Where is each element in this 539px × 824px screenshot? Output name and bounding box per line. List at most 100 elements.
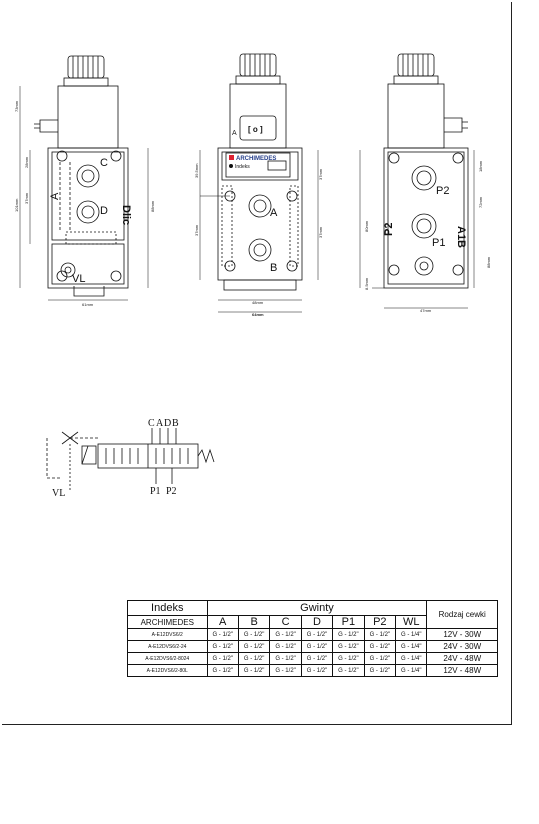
coil-header: Rodzaj cewki (426, 600, 498, 629)
front-indeks-dot (229, 164, 233, 168)
right-port-p1-label: P1 (432, 237, 445, 249)
left-dim-73: 73mm (14, 100, 19, 112)
right-dim-88: 88mm (486, 256, 491, 268)
thread-cell: G - 1/2" (206, 628, 239, 641)
left-dim-101: 101mm (14, 198, 19, 212)
thread-cell: G - 1/2" (237, 628, 271, 641)
right-coil-body (387, 83, 445, 149)
left-port-d-label: D (100, 205, 108, 217)
left-side-letter: A (49, 192, 61, 200)
right-port-p1-circle (411, 213, 437, 239)
schematic-port-vl: VL (52, 488, 65, 499)
front-coil-glyph: [ o ] (248, 125, 263, 134)
front-brand-logo (229, 155, 234, 160)
right-dim-72: 72mm (478, 196, 483, 208)
left-view (19, 55, 149, 301)
thread-cell: G - 1/2" (206, 652, 239, 665)
right-dim-80: 80mm (364, 220, 369, 232)
spec-table: Indeks Gwinty Rodzaj cewki ARCHIMEDES A … (127, 600, 498, 677)
front-coil-label: A (232, 130, 237, 137)
thread-cell: G - 1/2" (237, 652, 271, 665)
thread-cell: G - 1/2" (206, 640, 239, 653)
right-side-letter: P2 (383, 223, 395, 236)
front-dim-39-5: 39.5mm (194, 163, 199, 178)
right-dim-18: 18mm (478, 160, 483, 172)
technical-drawing: C D VL A Dlic 73mm 28mm 101mm 37mm 88mm … (14, 53, 491, 499)
front-port-a-label: A (270, 207, 278, 219)
coil-cell: 24V - 48W (426, 652, 498, 665)
front-dim-48: 48mm (252, 300, 264, 305)
front-coil-plug (239, 115, 277, 141)
index-cell: A-E12DVS6/2-8024 (127, 652, 208, 665)
thread-cell: G - 1/4" (395, 628, 428, 641)
right-port-p2-circle (411, 165, 437, 191)
gwinty-header: Gwinty (206, 600, 428, 616)
index-cell: A-E12DVS6/2-80L (127, 664, 208, 677)
right-dim-8-5: 8.5mm (364, 277, 369, 290)
thread-cell: G - 1/2" (237, 664, 271, 677)
front-port-a-circle (248, 194, 272, 218)
table-header-row: Indeks Gwinty Rodzaj cewki (127, 600, 498, 629)
column-header: P1 (332, 615, 365, 629)
left-port-c-label: C (100, 157, 108, 169)
left-side-mark: Dlic (120, 205, 132, 225)
left-connector (34, 119, 58, 133)
thread-cell: G - 1/2" (269, 640, 302, 653)
left-coil-nut (63, 55, 109, 87)
front-indeks-text: Indeks (235, 164, 250, 170)
schematic-port-p2: P2 (166, 486, 177, 497)
thread-cell: G - 1/2" (332, 664, 365, 677)
left-dim-37: 37mm (24, 192, 29, 204)
thread-cell: G - 1/2" (300, 664, 334, 677)
index-cell: A-E12DVS6/2 (127, 628, 208, 641)
front-port-b-circle (248, 238, 272, 262)
right-dim-47: 47mm (420, 308, 432, 313)
right-view (359, 53, 475, 309)
thread-cell: G - 1/4" (395, 652, 428, 665)
column-header: C (269, 615, 302, 629)
coil-cell: 12V - 30W (426, 628, 498, 641)
thread-cell: G - 1/2" (332, 628, 365, 641)
schematic-port-c: C (148, 418, 155, 429)
index-cell: A-E12DVS6/2-24 (127, 640, 208, 653)
right-valve-body (383, 147, 469, 289)
front-dim-64: 64mm (252, 312, 264, 317)
left-dim-61: 61mm (82, 302, 94, 307)
left-valve-body (47, 147, 129, 289)
schematic-port-p1: P1 (150, 486, 161, 497)
thread-cell: G - 1/2" (269, 664, 302, 677)
left-port-d-circle (76, 200, 100, 224)
schematic-coil (81, 445, 97, 465)
front-dim-37b: 37mm (194, 224, 199, 236)
indeks-header: Indeks (127, 600, 208, 616)
schematic-port-b: B (172, 418, 179, 429)
indeks-sub-header: ARCHIMEDES (127, 615, 208, 629)
column-header: D (300, 615, 334, 629)
schematic-port-d: D (164, 418, 171, 429)
front-dim-37c: 37mm (318, 226, 323, 238)
thread-cell: G - 1/2" (332, 640, 365, 653)
front-coil-nut (235, 53, 281, 85)
left-dim-88: 88mm (150, 200, 155, 212)
left-dim-28: 28mm (24, 156, 29, 168)
column-header: B (237, 615, 271, 629)
column-header: WL (395, 615, 428, 629)
coil-cell: 24V - 30W (426, 640, 498, 653)
schematic-spring (197, 448, 215, 464)
front-view (199, 53, 319, 313)
thread-cell: G - 1/2" (237, 640, 271, 653)
thread-cell: G - 1/4" (395, 664, 428, 677)
front-port-b-label: B (270, 262, 277, 274)
column-header: A (206, 615, 239, 629)
thread-cell: G - 1/2" (363, 664, 397, 677)
thread-cell: G - 1/2" (363, 640, 397, 653)
thread-cell: G - 1/2" (363, 652, 397, 665)
left-coil-body (57, 85, 119, 149)
thread-cell: G - 1/2" (206, 664, 239, 677)
hydraulic-schematic (46, 428, 215, 492)
drawing-sheet (2, 2, 512, 725)
